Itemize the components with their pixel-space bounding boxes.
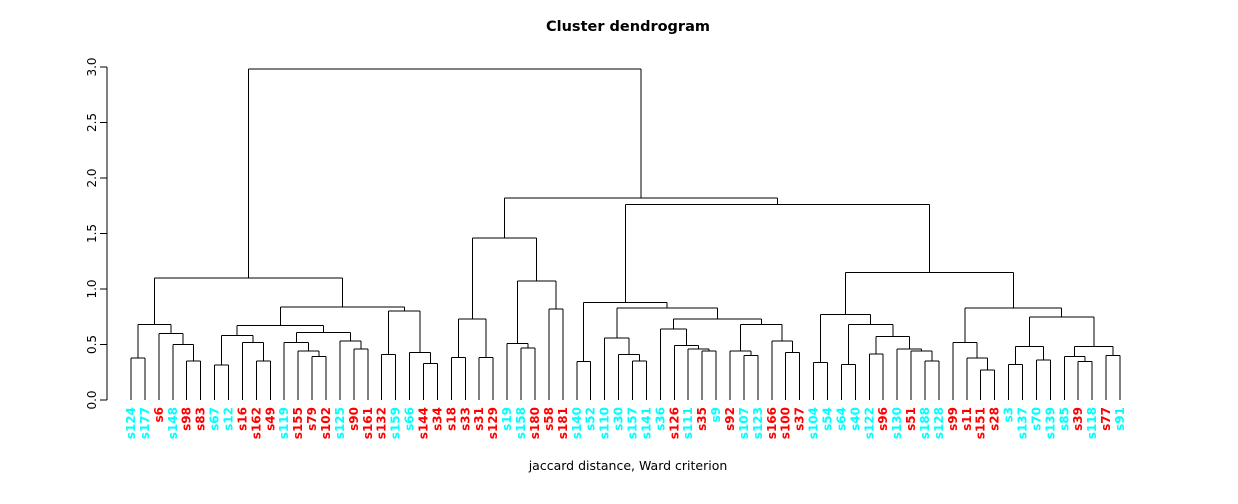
dendrogram-tree [130, 68, 1121, 400]
leaf-label-s110: s110 [598, 407, 612, 439]
leaf-label-s30: s30 [612, 407, 626, 431]
leaf-label-s100: s100 [779, 407, 793, 439]
leaf-label-s3: s3 [1002, 407, 1016, 423]
leaf-label-s35: s35 [695, 407, 709, 431]
x-axis-label: jaccard distance, Ward criterion [528, 458, 728, 473]
leaf-label-s124: s124 [124, 407, 138, 439]
leaf-label-s12: s12 [222, 407, 236, 431]
leaf-label-s99: s99 [946, 407, 960, 431]
leaf-label-s159: s159 [389, 407, 403, 439]
leaf-label-s111: s111 [681, 407, 695, 439]
leaf-label-s144: s144 [417, 407, 431, 439]
leaf-label-s54: s54 [820, 407, 834, 431]
leaf-label-s181: s181 [556, 407, 570, 439]
leaf-label-s98: s98 [180, 407, 194, 431]
leaf-label-s157: s157 [625, 407, 639, 439]
leaf-label-s148: s148 [166, 407, 180, 439]
leaf-label-s104: s104 [807, 407, 821, 439]
leaf-label-s129: s129 [486, 407, 500, 439]
leaf-label-s36: s36 [653, 407, 667, 431]
leaf-label-s19: s19 [500, 407, 514, 431]
chart-title: Cluster dendrogram [546, 19, 710, 35]
leaf-label-s102: s102 [319, 407, 333, 439]
y-axis-tick-label: 2.0 [85, 168, 99, 187]
leaf-label-s90: s90 [347, 407, 361, 431]
leaf-label-s91: s91 [1113, 407, 1127, 431]
leaf-label-s166: s166 [765, 407, 779, 439]
leaf-label-s77: s77 [1099, 407, 1113, 431]
leaf-label-s155: s155 [291, 407, 305, 439]
leaf-label-s16: s16 [235, 407, 249, 431]
leaf-label-s158: s158 [514, 407, 528, 439]
leaf-label-s92: s92 [723, 407, 737, 431]
leaf-label-s37: s37 [793, 407, 807, 431]
leaf-label-s79: s79 [305, 407, 319, 431]
leaf-label-s85: s85 [1057, 407, 1071, 431]
leaf-label-s107: s107 [737, 407, 751, 439]
y-axis-tick-label: 1.0 [85, 279, 99, 298]
leaf-label-s70: s70 [1029, 407, 1043, 431]
leaf-label-s66: s66 [403, 407, 417, 431]
leaf-label-s162: s162 [249, 407, 263, 439]
y-axis-tick-label: 0.5 [85, 335, 99, 354]
leaf-label-s34: s34 [430, 407, 444, 431]
leaf-label-s96: s96 [876, 407, 890, 431]
leaf-label-s161: s161 [361, 407, 375, 439]
leaf-label-s132: s132 [375, 407, 389, 439]
y-axis: 0.0 0.5 1.0 1.5 2.0 2.5 3.0 [85, 57, 108, 410]
leaf-label-s49: s49 [263, 407, 277, 431]
leaf-label-s67: s67 [208, 407, 222, 431]
leaf-label-s118: s118 [1085, 407, 1099, 439]
leaf-label-s64: s64 [834, 407, 848, 431]
y-axis-tick-label: 1.5 [85, 224, 99, 243]
leaf-label-s33: s33 [458, 407, 472, 431]
leaf-label-s180: s180 [528, 407, 542, 439]
leaf-label-s18: s18 [444, 407, 458, 431]
leaf-label-s83: s83 [194, 407, 208, 431]
leaf-label-s6: s6 [152, 407, 166, 423]
y-axis-tick-label: 0.0 [85, 390, 99, 409]
leaf-label-s140: s140 [570, 407, 584, 439]
leaf-label-s28: s28 [988, 407, 1002, 431]
leaf-label-s125: s125 [333, 407, 347, 439]
leaf-label-s188: s188 [918, 407, 932, 439]
y-axis-tick-label: 3.0 [85, 57, 99, 76]
leaf-label-s151: s151 [974, 407, 988, 439]
leaf-label-s58: s58 [542, 407, 556, 431]
leaf-label-s130: s130 [890, 407, 904, 439]
leaf-label-s40: s40 [848, 407, 862, 431]
leaf-label-s122: s122 [862, 407, 876, 439]
leaf-label-s119: s119 [277, 407, 291, 439]
leaf-label-s31: s31 [472, 407, 486, 431]
leaf-label-s123: s123 [751, 407, 765, 439]
leaf-label-s51: s51 [904, 407, 918, 431]
leaf-label-s126: s126 [667, 407, 681, 439]
leaf-label-s39: s39 [1071, 407, 1085, 431]
leaf-label-s11: s11 [960, 407, 974, 431]
leaf-label-s52: s52 [584, 407, 598, 431]
leaf-label-s9: s9 [709, 407, 723, 423]
leaf-label-s128: s128 [932, 407, 946, 439]
leaf-label-s137: s137 [1015, 407, 1029, 439]
leaf-label-s141: s141 [639, 407, 653, 439]
y-axis-tick-label: 2.5 [85, 113, 99, 132]
dendrogram-lines [130, 68, 1121, 400]
leaf-label-s139: s139 [1043, 407, 1057, 439]
leaf-label-s177: s177 [138, 407, 152, 439]
